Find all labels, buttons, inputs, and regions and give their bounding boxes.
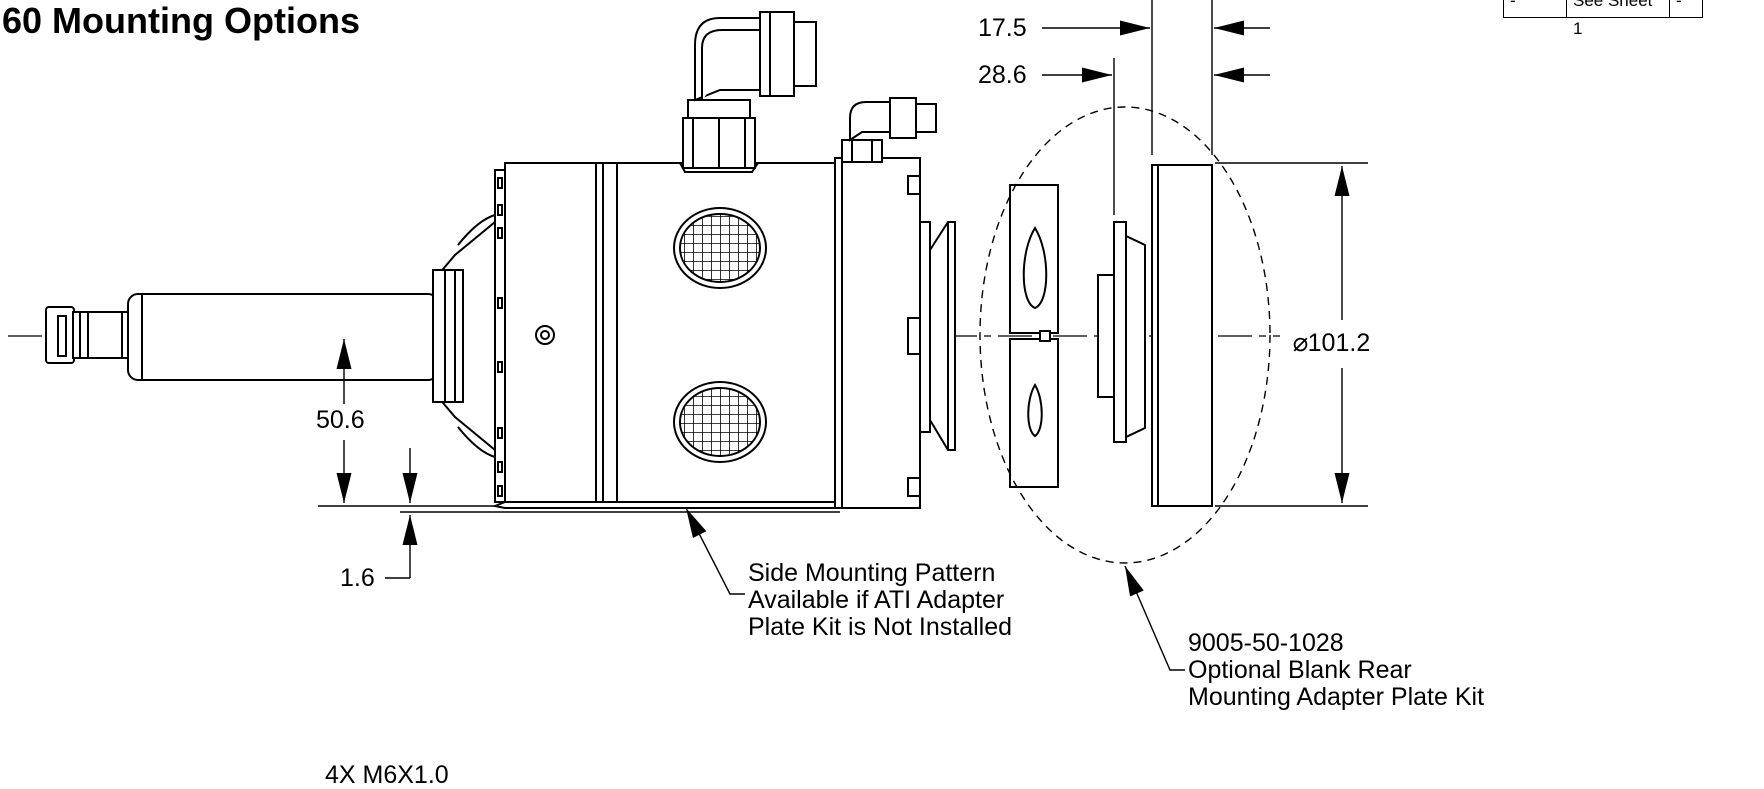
note-line: Plate Kit is Not Installed xyxy=(748,613,1013,641)
note-line: Optional Blank Rear xyxy=(1188,656,1412,684)
front-cap xyxy=(494,169,506,503)
cylinder-body xyxy=(504,162,836,507)
dimension-28-6: 28.6 xyxy=(978,61,1027,89)
note-line: Side Mounting Pattern xyxy=(748,559,996,587)
kit-callout-ellipse xyxy=(979,106,1271,564)
revision-table-cell: See Sheet 1 xyxy=(1567,0,1670,38)
revision-table-cell: - xyxy=(1504,0,1567,17)
note-line: 9005-50-1028 xyxy=(1188,629,1344,657)
dimension-1-6: 1.6 xyxy=(340,564,375,592)
leader-line xyxy=(685,507,745,595)
rear-kit-note: 9005-50-1028 Optional Blank Rear Mountin… xyxy=(1188,630,1484,711)
note-line: Available if ATI Adapter xyxy=(748,586,1005,614)
upper-vent xyxy=(673,207,767,289)
dimension-50-6: 50.6 xyxy=(316,406,365,434)
revision-table: - See Sheet 1 - xyxy=(1503,0,1703,38)
side-mount-base xyxy=(491,501,836,509)
thread-callout: 4X M6X1.0 xyxy=(325,761,449,789)
side-mount-note: Side Mounting Pattern Available if ATI A… xyxy=(748,560,1012,641)
rear-cap xyxy=(834,157,956,509)
dimension-17-5: 17.5 xyxy=(978,14,1027,42)
front-flange xyxy=(432,214,496,458)
dimension-diameter-101-2: ⌀101.2 xyxy=(1292,328,1370,358)
page-title: 60 Mounting Options xyxy=(2,0,360,41)
adapter-ring xyxy=(1009,184,1059,488)
piston-shaft xyxy=(127,293,439,381)
large-elbow-fitting xyxy=(682,11,817,169)
leader-line xyxy=(1124,565,1185,671)
diameter-value: 101.2 xyxy=(1307,329,1371,357)
blank-adapter-plate xyxy=(1097,164,1213,507)
diameter-symbol-icon: ⌀ xyxy=(1292,328,1308,358)
lower-vent xyxy=(673,381,767,463)
quick-connect-tip xyxy=(45,306,130,364)
note-line: Mounting Adapter Plate Kit xyxy=(1188,683,1485,711)
revision-table-cell: - xyxy=(1676,0,1682,10)
small-elbow-fitting xyxy=(841,97,937,163)
